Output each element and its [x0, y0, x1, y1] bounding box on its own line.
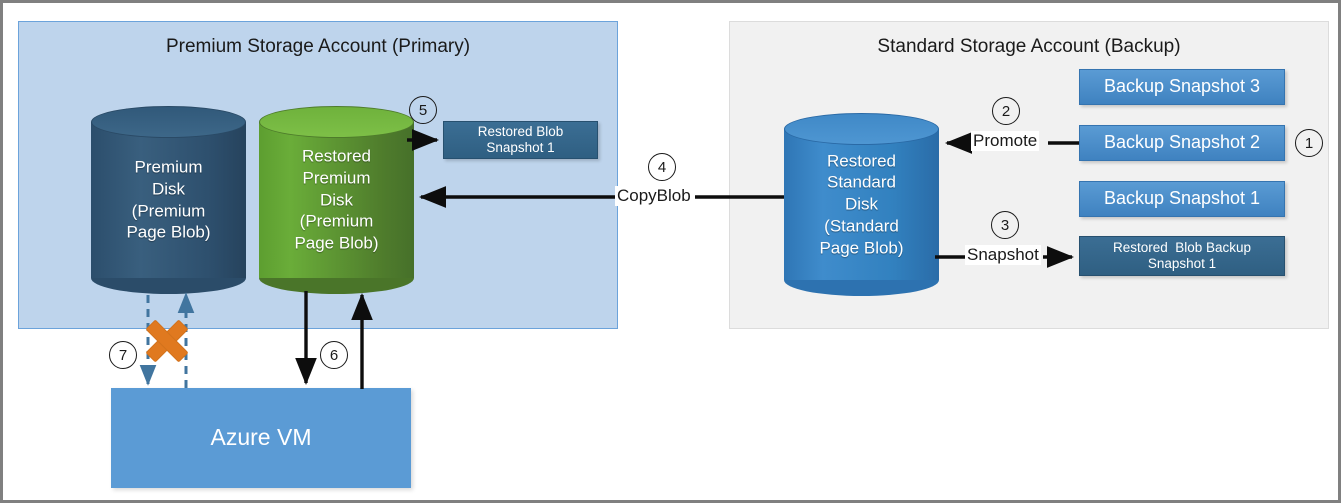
edge-label-copyblob: CopyBlob	[615, 186, 693, 206]
cylinder-body	[784, 129, 939, 280]
cylinder-body	[91, 122, 246, 278]
box-label: Backup Snapshot 1	[1103, 188, 1261, 209]
step-marker-5: 5	[409, 96, 437, 124]
step-marker-7: 7	[109, 341, 137, 369]
box-azure-vm[interactable]: Azure VM	[111, 388, 411, 488]
step-marker-3: 3	[991, 211, 1019, 239]
edge-label-snapshot: Snapshot	[965, 245, 1041, 265]
cylinder-top	[784, 113, 939, 145]
cylinder-body	[259, 122, 414, 278]
step-marker-6: 6	[320, 341, 348, 369]
step-marker-4: 4	[648, 153, 676, 181]
edge-label-promote: Promote	[971, 131, 1040, 151]
box-backup-snapshot-3[interactable]: Backup Snapshot 3	[1079, 69, 1285, 105]
panel-premium-title: Premium Storage Account (Primary)	[165, 36, 471, 57]
x-mark-icon	[146, 320, 188, 362]
box-label: Backup Snapshot 3	[1103, 76, 1261, 97]
box-label: Backup Snapshot 2	[1103, 132, 1261, 153]
panel-standard-title: Standard Storage Account (Backup)	[877, 36, 1181, 57]
step-marker-1: 1	[1295, 129, 1323, 157]
cylinder-top	[91, 106, 246, 138]
step-marker-2: 2	[992, 97, 1020, 125]
box-label: Azure VM	[210, 424, 312, 451]
box-backup-snapshot-2[interactable]: Backup Snapshot 2	[1079, 125, 1285, 161]
box-backup-snapshot-1[interactable]: Backup Snapshot 1	[1079, 181, 1285, 217]
cylinder-top	[259, 106, 414, 138]
